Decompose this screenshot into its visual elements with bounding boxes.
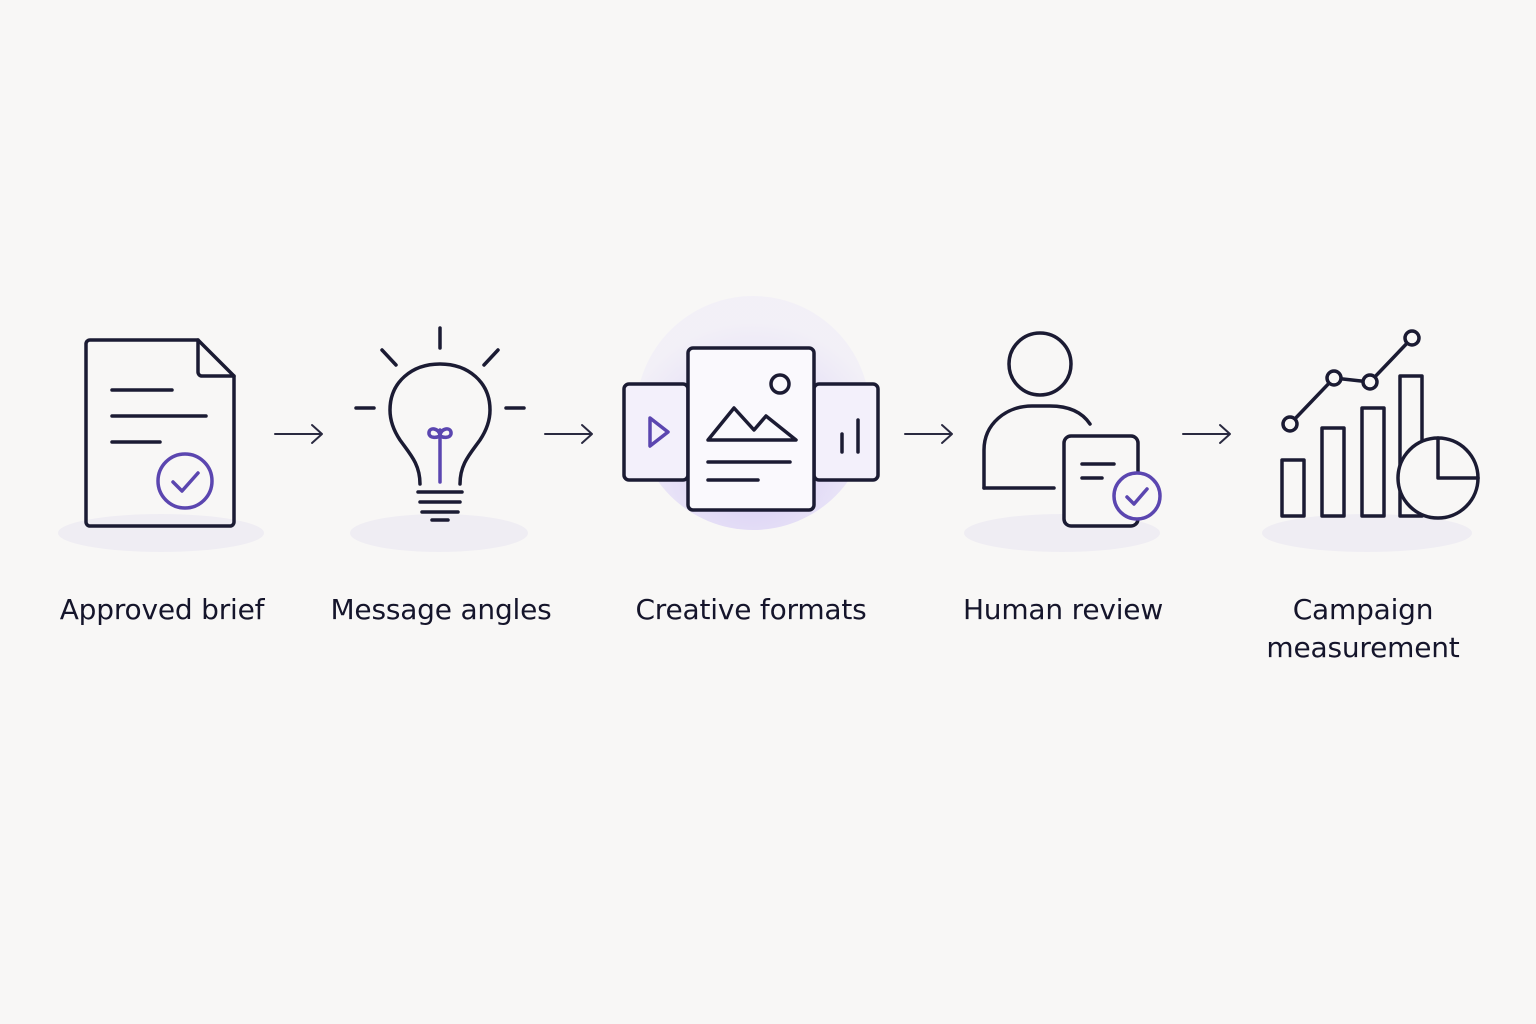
shadow-approved-brief	[58, 514, 264, 552]
arrow-2-icon	[544, 424, 593, 444]
step-label-campaign-measurement-line-2: measurement	[1266, 631, 1460, 664]
arrow-4-icon	[1182, 424, 1231, 444]
arrow-1-icon	[274, 424, 323, 444]
arrow-3-icon	[904, 424, 953, 444]
media-formats-icon	[622, 346, 880, 512]
person-review-icon	[982, 331, 1162, 528]
step-label-message-angles: Message angles	[330, 593, 552, 626]
document-check-icon	[84, 338, 236, 528]
lightbulb-icon	[354, 326, 526, 522]
step-label-human-review: Human review	[962, 593, 1164, 626]
step-label-creative-formats: Creative formats	[635, 593, 867, 626]
step-label-campaign-measurement-line-1: Campaign	[1292, 593, 1434, 626]
step-label-campaign-measurement: Campaign measurement	[1240, 591, 1486, 667]
shadow-campaign-measurement	[1262, 514, 1472, 552]
step-label-approved-brief: Approved brief	[59, 593, 265, 626]
chart-analytics-icon	[1280, 329, 1480, 520]
